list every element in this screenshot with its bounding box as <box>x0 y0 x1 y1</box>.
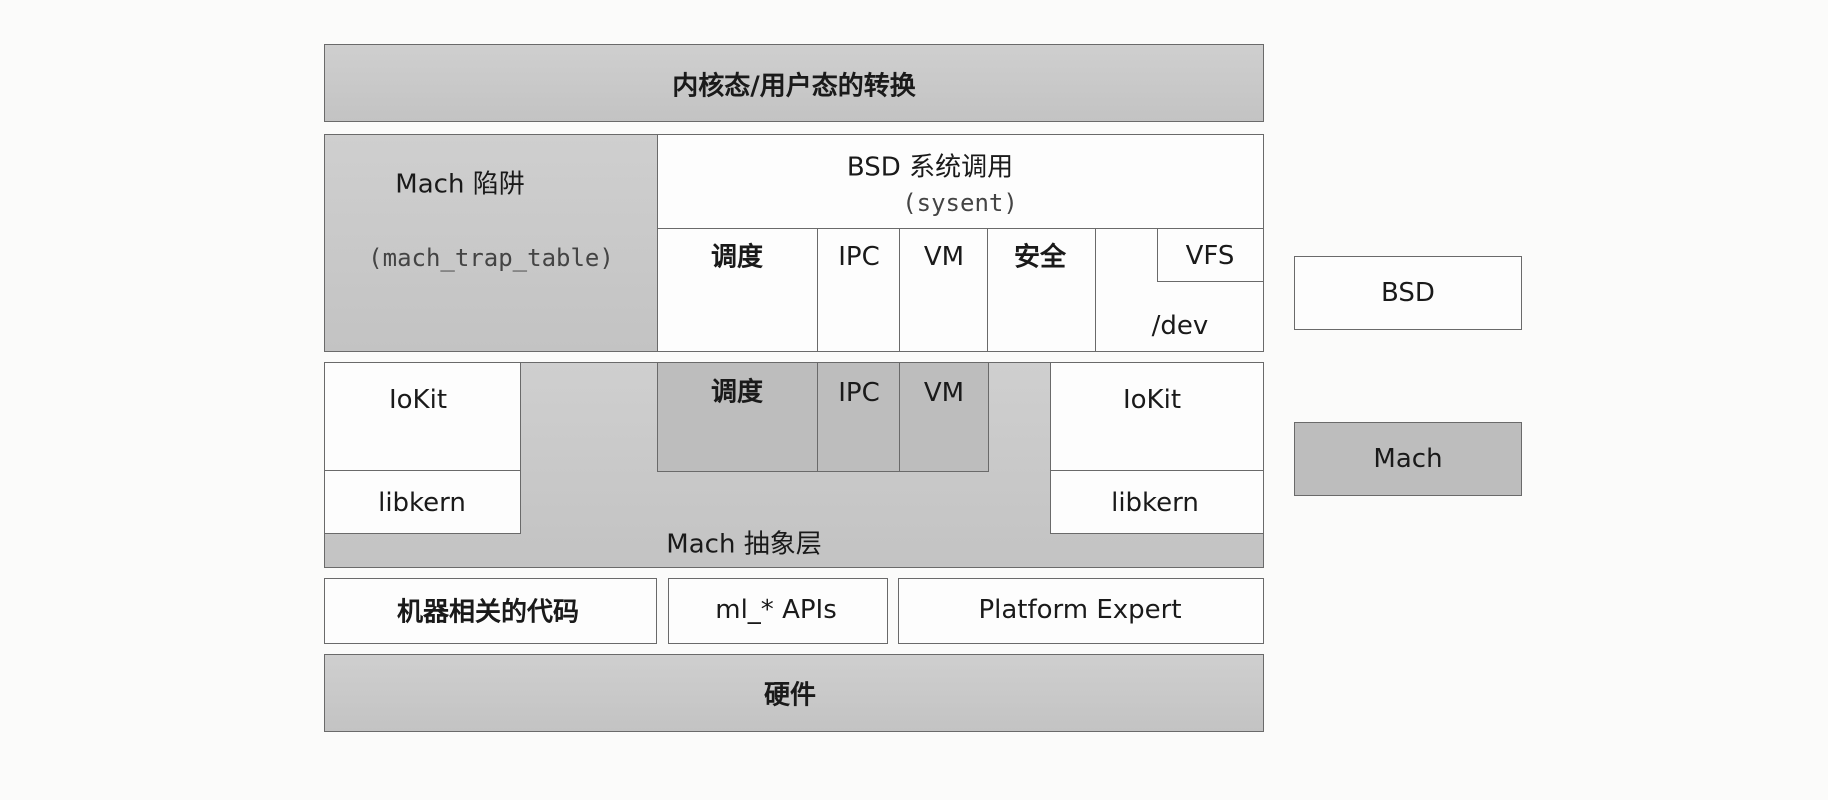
right-iokit-box <box>1050 362 1264 472</box>
mach-sched-label: 调度 <box>710 377 764 408</box>
bsd-security-box <box>987 228 1097 352</box>
right-iokit-label: IoKit <box>1122 385 1182 415</box>
ml-apis-box <box>668 578 888 644</box>
left-iokit-box <box>324 362 521 472</box>
mach-ipc-box <box>817 362 901 472</box>
mach-trap-box <box>324 134 658 352</box>
hardware-box <box>324 654 1264 732</box>
right-libkern-box <box>1050 470 1264 534</box>
bsd-security-label: 安全 <box>1013 242 1067 273</box>
bsd-syscall-code: (sysent) <box>902 189 1018 217</box>
mach-vm-label: VM <box>923 378 965 408</box>
mach-sched-box <box>657 362 819 472</box>
platform-expert-box <box>898 578 1264 644</box>
hardware-label: 硬件 <box>763 680 817 711</box>
left-iokit-label: IoKit <box>388 385 448 415</box>
bsd-vm-box <box>899 228 989 352</box>
transition-box <box>324 44 1264 122</box>
bsd-sched-box <box>657 228 819 352</box>
transition-label: 内核态/用户态的转换 <box>672 71 916 102</box>
mach-trap-code: (mach_trap_table) <box>368 244 614 272</box>
left-libkern-box <box>324 470 521 534</box>
mach-abstraction-label: Mach 抽象层 <box>666 529 822 560</box>
bsd-dev-label: /dev <box>1151 311 1209 341</box>
bsd-ipc-label: IPC <box>838 242 880 272</box>
bsd-vfs-box <box>1157 228 1264 282</box>
right-libkern-label: libkern <box>1111 488 1199 518</box>
legend-bsd-swatch <box>1294 256 1522 330</box>
bsd-sched-label: 调度 <box>710 242 764 273</box>
mach-ipc-label: IPC <box>838 378 880 408</box>
bsd-syscall-title: BSD 系统调用 <box>846 152 1014 183</box>
legend-mach-swatch <box>1294 422 1522 496</box>
ml-apis-label: ml_* APIs <box>715 595 837 625</box>
mach-vm-box <box>899 362 989 472</box>
platform-expert-label: Platform Expert <box>978 595 1182 625</box>
bsd-vfs-label: VFS <box>1185 241 1235 271</box>
mach-trap-title: Mach 陷阱 <box>395 169 525 200</box>
bsd-vm-label: VM <box>923 242 965 272</box>
legend-bsd-label: BSD <box>1381 278 1435 308</box>
left-libkern-label: libkern <box>378 488 466 518</box>
legend-mach-label: Mach <box>1373 444 1443 474</box>
machine-code-label: 机器相关的代码 <box>396 597 580 628</box>
machine-code-box <box>324 578 657 644</box>
